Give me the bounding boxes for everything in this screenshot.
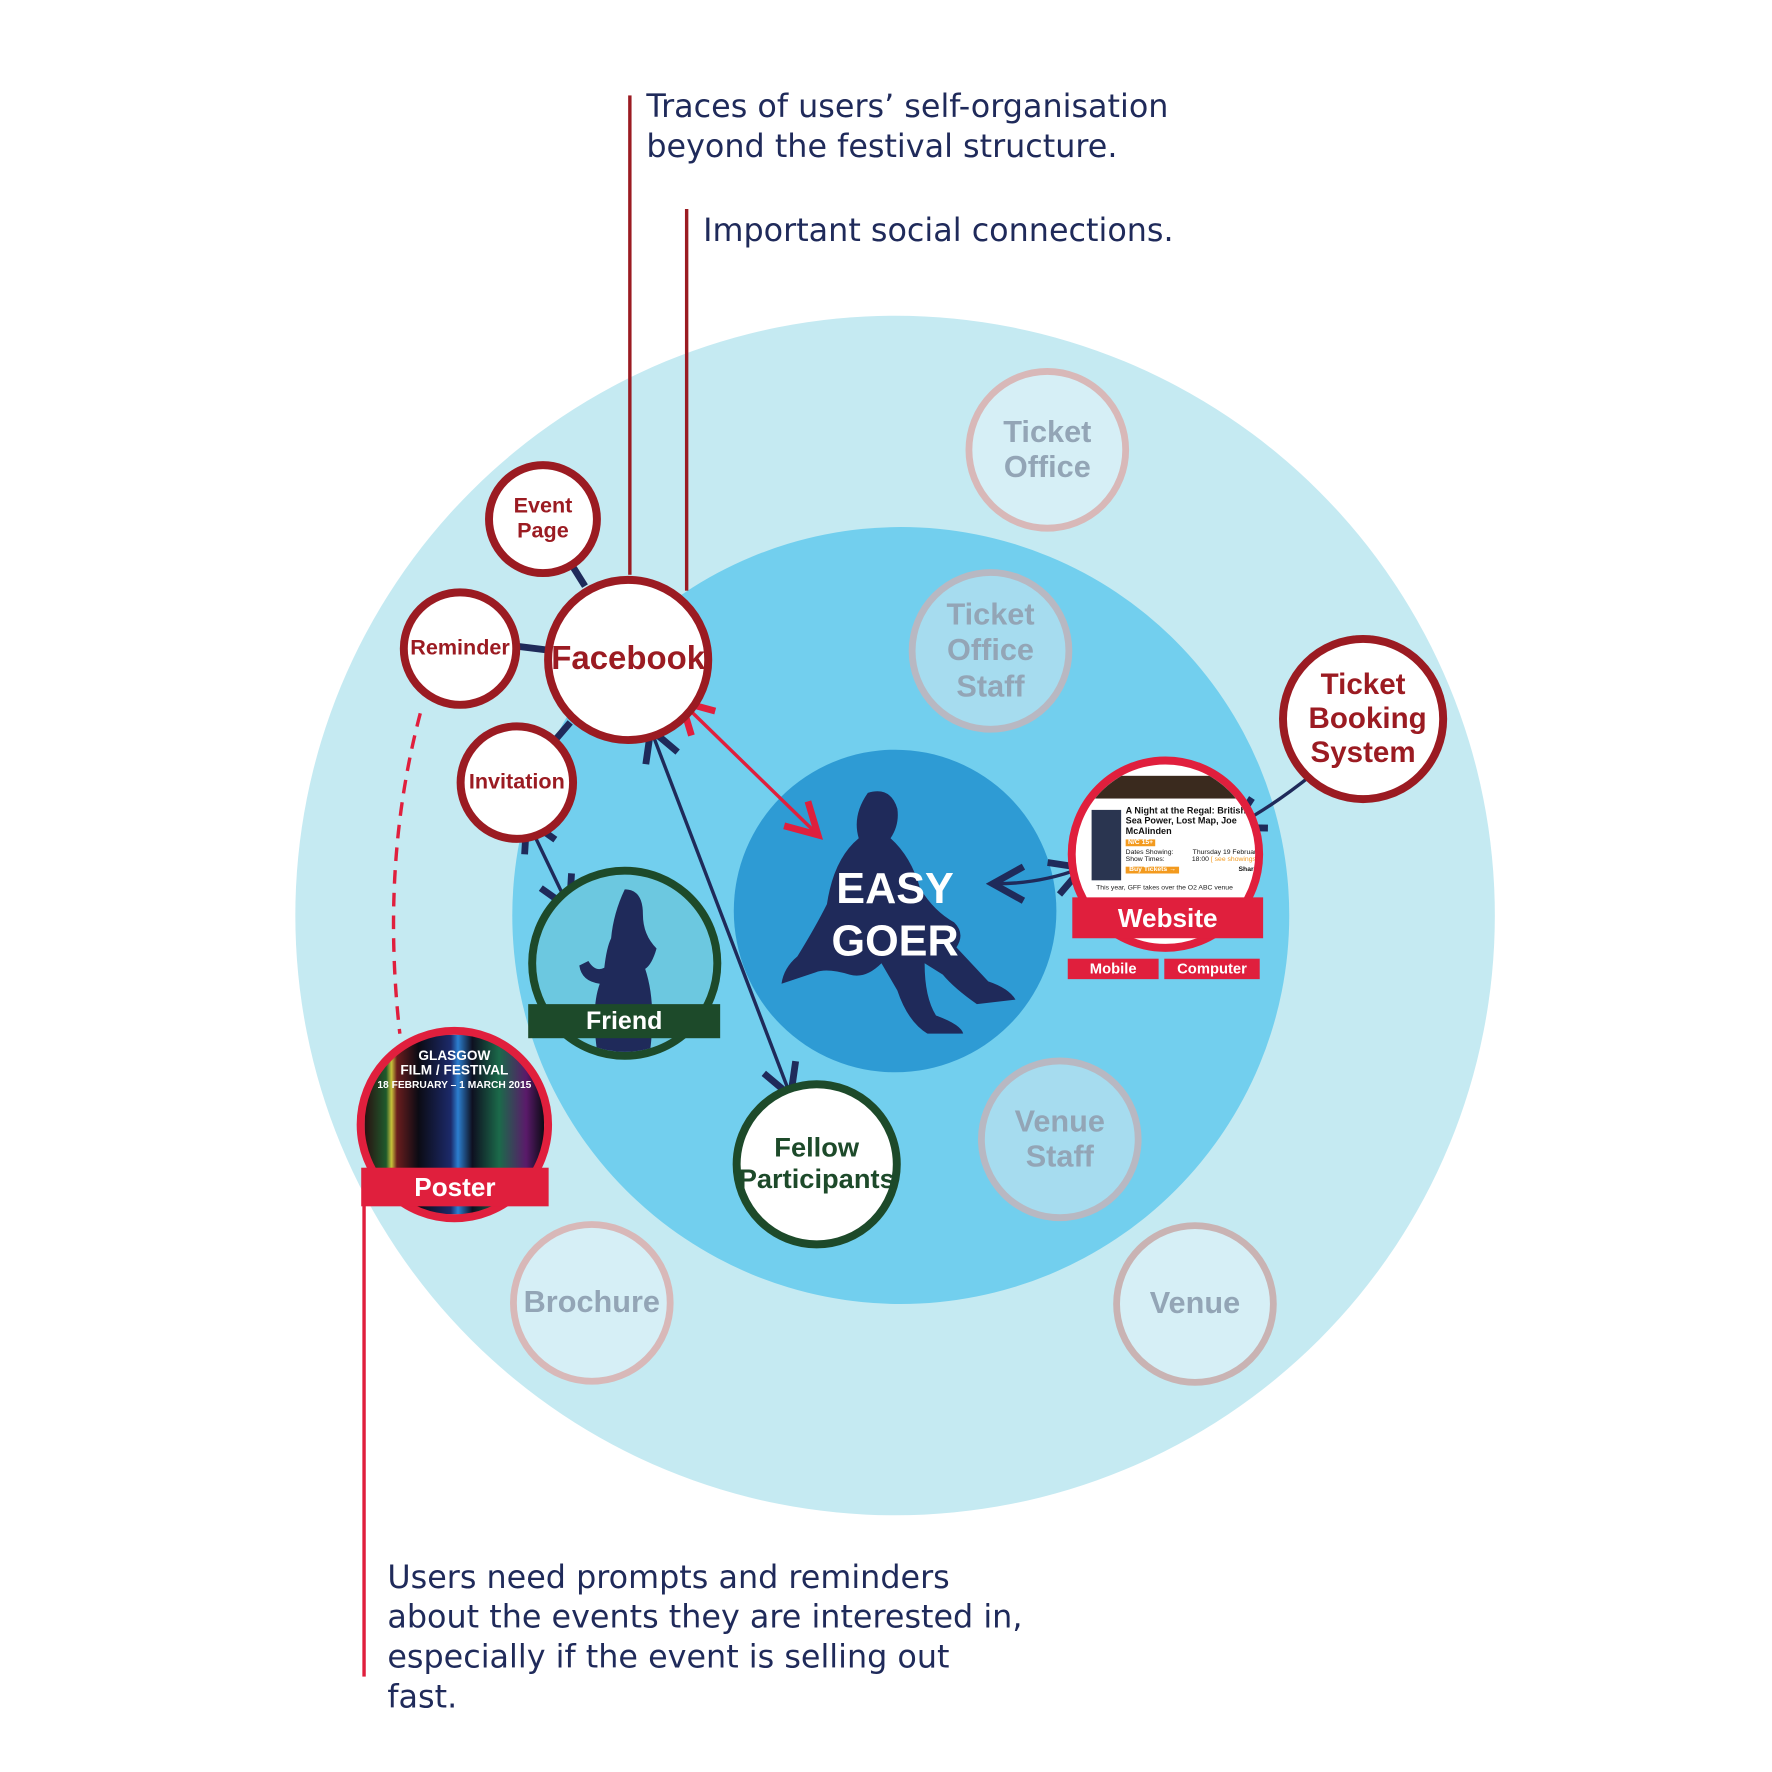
center-line2: GOER xyxy=(831,917,959,966)
venue-staff-label: Venue Staff xyxy=(1014,1104,1105,1174)
easy-goer-label: EASY GOER xyxy=(795,863,995,968)
mobile-button[interactable]: Mobile xyxy=(1067,958,1159,980)
reminder-node[interactable]: Reminder xyxy=(399,588,521,709)
website-rating: N/C 15+ xyxy=(1125,839,1156,846)
venue-staff-node[interactable]: Venue Staff xyxy=(978,1057,1142,1222)
share-label: Share: xyxy=(1238,866,1260,874)
annotation-line-self-organisation xyxy=(628,95,632,575)
event-page-node[interactable]: Event Page xyxy=(485,461,601,578)
reminder-label: Reminder xyxy=(410,636,510,661)
ticket-office-label: Ticket Office xyxy=(1003,414,1092,484)
poster-title-2: FILM / FESTIVAL xyxy=(400,1062,509,1078)
website-header-bar xyxy=(1075,775,1256,799)
ticket-office-staff-node[interactable]: Ticket Office Staff xyxy=(908,569,1073,733)
poster-dates: 18 FEBRUARY – 1 MARCH 2015 xyxy=(377,1079,532,1091)
event-page-label: Event Page xyxy=(513,494,573,543)
poster-label: Poster xyxy=(361,1167,549,1207)
fellow-participants-node[interactable]: Fellow Participants xyxy=(732,1080,901,1249)
reminder-poster-dashed xyxy=(391,712,422,1034)
invitation-label: Invitation xyxy=(468,770,565,795)
invitation-node[interactable]: Invitation xyxy=(456,722,578,843)
see-showings-link[interactable]: [ see showings ] xyxy=(1210,856,1260,864)
times-label: Show Times: xyxy=(1125,856,1165,864)
venue-label: Venue xyxy=(1149,1286,1241,1321)
venue-node[interactable]: Venue xyxy=(1113,1222,1277,1386)
friend-label: Friend xyxy=(528,1004,721,1039)
computer-button[interactable]: Computer xyxy=(1164,958,1260,980)
ticket-office-staff-label: Ticket Office Staff xyxy=(946,597,1035,703)
ticket-booking-system-node[interactable]: Ticket Booking System xyxy=(1279,634,1448,804)
note-prompts: Users need prompts and reminders about t… xyxy=(387,1558,1023,1716)
fellow-participants-label: Fellow Participants xyxy=(738,1132,895,1195)
facebook-node[interactable]: Facebook xyxy=(544,575,713,745)
dates-value: Thursday 19 February xyxy=(1192,849,1260,857)
annotation-line-prompts xyxy=(362,1204,366,1677)
facebook-label: Facebook xyxy=(551,641,706,678)
invitation-link xyxy=(554,720,573,741)
annotation-line-social xyxy=(684,209,689,591)
note-social-connections: Important social connections. xyxy=(703,211,1174,249)
website-easygoer-arrow xyxy=(996,869,1079,884)
reminder-link xyxy=(517,642,546,654)
website-photo xyxy=(1091,809,1122,881)
brochure-label: Brochure xyxy=(523,1285,660,1320)
website-body-text: This year, GFF takes over the O2 ABC ven… xyxy=(1096,884,1233,892)
times-value: 18:00 xyxy=(1191,856,1209,864)
facebook-easygoer-arrow xyxy=(684,704,816,832)
poster-title-1: GLASGOW xyxy=(418,1047,491,1064)
buy-tickets-button[interactable]: Buy Tickets → xyxy=(1125,866,1180,874)
ticket-booking-label: Ticket Booking System xyxy=(1308,666,1427,769)
dates-label: Dates Showing: xyxy=(1125,849,1174,857)
note-self-organisation: Traces of users’ self-organisation beyon… xyxy=(646,87,1169,165)
website-label: Website xyxy=(1072,897,1264,939)
facebook-fellow-arrow xyxy=(652,733,789,1093)
brochure-node[interactable]: Brochure xyxy=(510,1221,674,1385)
center-line1: EASY xyxy=(836,865,954,914)
person-silhouette-icon xyxy=(781,791,1016,1034)
ticket-office-node[interactable]: Ticket Office xyxy=(965,368,1130,532)
website-event-title: A Night at the Regal: British Sea Power,… xyxy=(1125,805,1247,837)
event-page-link xyxy=(570,566,588,588)
